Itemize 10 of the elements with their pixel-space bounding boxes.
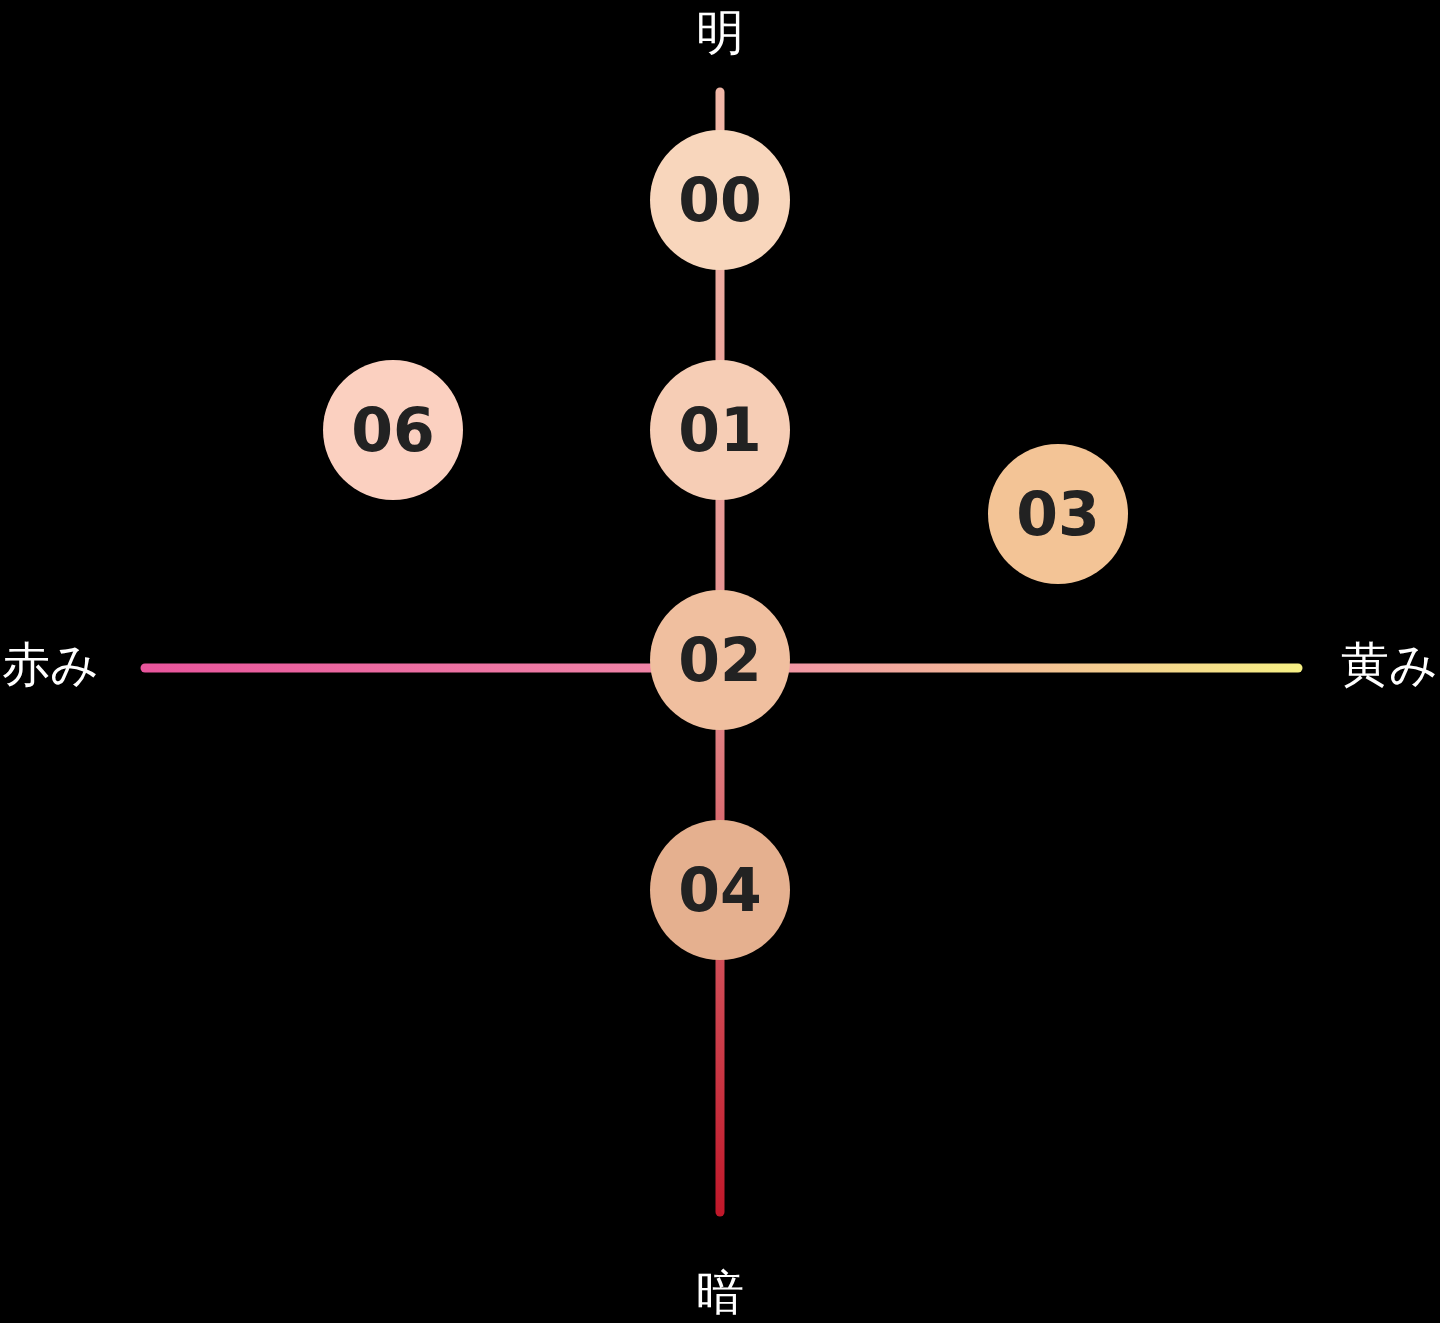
shade-number: 04 [678,855,762,925]
shade-number: 03 [1016,479,1100,549]
axis-label: 暗 [696,1268,744,1316]
axis-label: 黄み [1341,640,1438,688]
shade-number: 02 [678,625,762,695]
axis-label: 明 [696,8,744,56]
shade-number: 00 [678,165,762,235]
axis-label: 赤み [2,640,99,688]
shade-number: 06 [351,395,435,465]
shade-number: 01 [678,395,762,465]
